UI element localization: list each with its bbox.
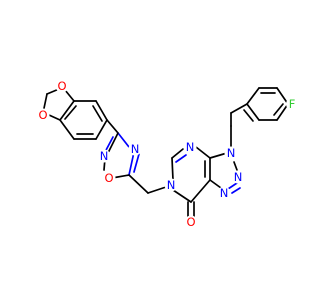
bond-benzene-6-double xyxy=(64,105,77,120)
atom-n-triazole-3-label: N xyxy=(227,146,236,160)
bond-n3-n2 xyxy=(233,161,238,171)
bond-c7a-co xyxy=(190,179,211,203)
atom-o-dioxole-top: O xyxy=(55,79,69,93)
bond-n4-c5 xyxy=(128,151,135,176)
bond-n6-co xyxy=(172,189,192,203)
molecule-structure: O O N N O N N N xyxy=(36,79,298,229)
atom-n-pyrimidine-6-label: N xyxy=(167,178,176,192)
bond-layer xyxy=(42,87,289,218)
atom-n-pyrimidine-5-label: N xyxy=(186,140,195,154)
atom-n-triazole-3: N xyxy=(224,146,238,160)
bond-benzene-6 xyxy=(59,100,75,121)
atom-o-oxadiazole-1: O xyxy=(102,171,116,185)
atom-o-carbonyl: O xyxy=(184,215,198,229)
bond-aryl-oxadiazole xyxy=(106,119,119,134)
bond-benzene-2-double xyxy=(92,105,103,122)
bond-c3-n4 xyxy=(117,132,130,148)
atom-n-oxadiazole-3-label: N xyxy=(131,142,140,156)
atom-f-fluoro-label: F xyxy=(289,97,296,111)
atom-n-oxadiazole-3: N xyxy=(128,142,142,156)
atom-label-layer: O O N N O N N N xyxy=(36,79,298,229)
bond-n4-c5-double xyxy=(133,153,140,173)
bond-fphenyl-7-double xyxy=(273,103,284,116)
bond-benzene-5 xyxy=(59,119,75,140)
bond-c5h-n4-double xyxy=(175,154,187,163)
bond-c3a-n3 xyxy=(209,152,228,159)
bond-n6-c5h xyxy=(171,157,174,181)
atom-n-triazole-2: N xyxy=(231,170,245,184)
bond-fphenyl-1 xyxy=(230,103,248,114)
atom-o-carbonyl-label: O xyxy=(186,215,195,229)
bond-n1-c7a xyxy=(209,179,222,189)
bond-fphenyl-7 xyxy=(276,103,289,121)
bond-c5-ch2 xyxy=(128,174,149,194)
atom-o-dioxole-bottom-label: O xyxy=(38,108,47,122)
bond-c3-n2 xyxy=(107,132,119,154)
atom-n-triazole-1: N xyxy=(217,186,231,200)
bond-o-top-c xyxy=(64,89,75,102)
bond-benzene-3 xyxy=(95,119,108,140)
atom-n-triazole-1-label: N xyxy=(220,186,229,200)
atom-o-oxadiazole-1-label: O xyxy=(104,171,113,185)
bond-n4-c3a xyxy=(195,146,211,159)
atom-n-pyrimidine-6: N xyxy=(164,178,178,192)
atom-f-fluoro: F xyxy=(286,97,298,111)
bond-fphenyl-2-double xyxy=(243,109,254,122)
bond-c3-n2-double xyxy=(104,136,114,153)
atom-n-oxadiazole-2-label: N xyxy=(100,149,109,163)
atom-n-pyrimidine-5: N xyxy=(183,140,197,154)
bond-c5h-n4 xyxy=(171,148,184,159)
bond-n2-n1 xyxy=(227,182,238,190)
bond-fphenyl-4 xyxy=(246,87,260,105)
bond-n2-n1-double xyxy=(231,187,241,194)
bond-o-bottom-c xyxy=(48,114,61,121)
bond-benzene-2 xyxy=(95,100,108,121)
atom-n-oxadiazole-2: N xyxy=(97,149,111,163)
bond-fphenyl-6 xyxy=(276,87,289,105)
bond-fphenyl-2 xyxy=(246,103,260,121)
bond-ch2-n6 xyxy=(147,186,167,194)
atom-o-dioxole-top-label: O xyxy=(57,79,66,93)
atom-n-triazole-2-label: N xyxy=(234,170,243,184)
atom-o-dioxole-bottom: O xyxy=(36,108,50,122)
